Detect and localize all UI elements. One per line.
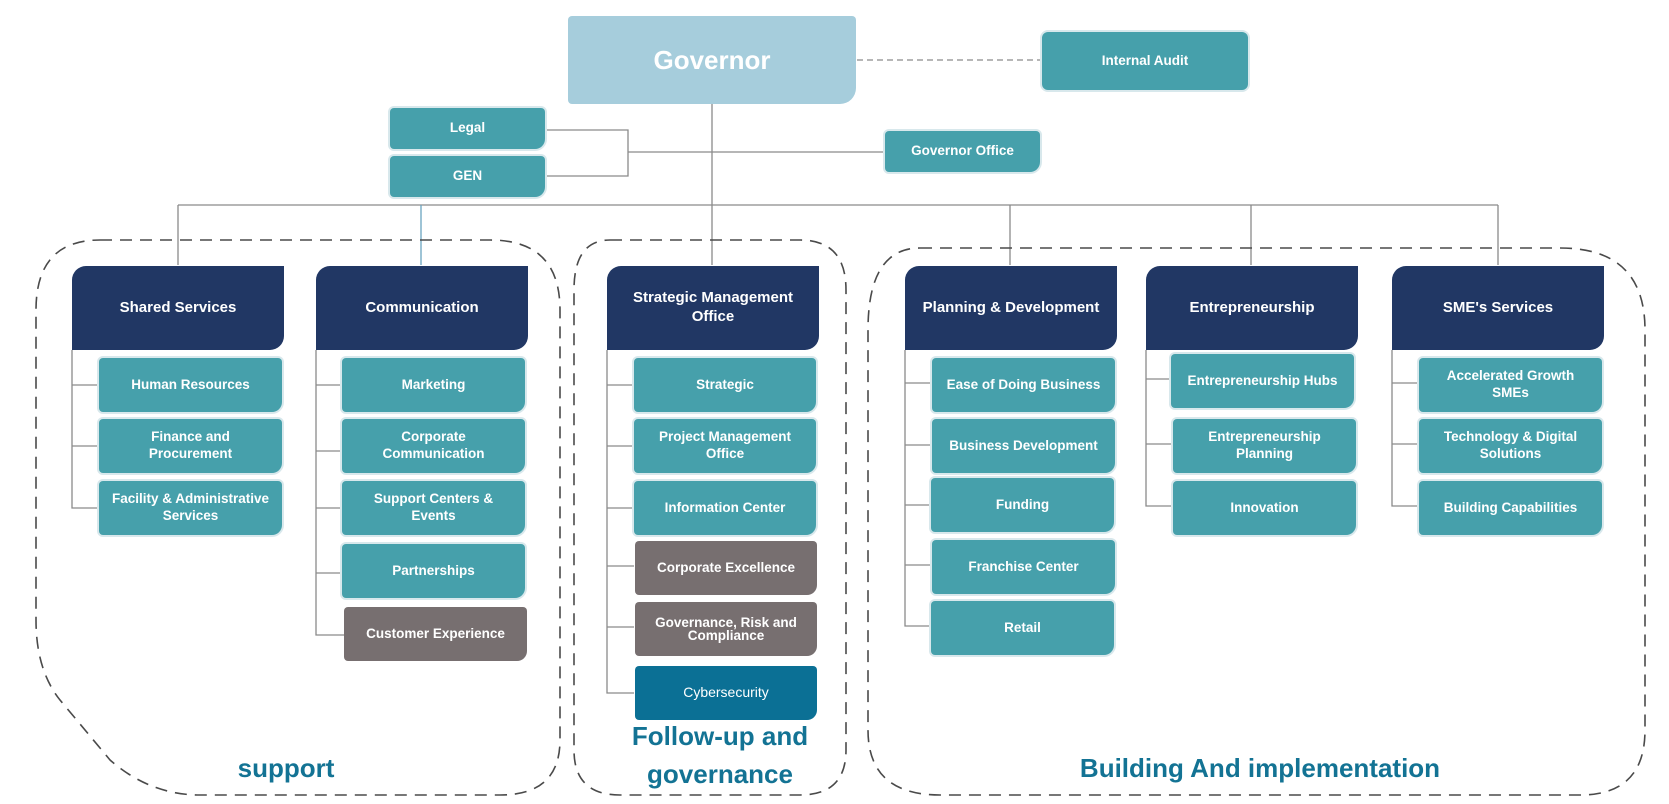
unit-retail[interactable]: Retail [931, 601, 1114, 655]
unit-accelerated-growth-smes[interactable]: Accelerated Growth SMEs [1419, 358, 1602, 412]
unit-label: Governance, Risk and Compliance [655, 614, 797, 643]
group-label-building: Building And implementation [1079, 753, 1441, 783]
gen-node[interactable]: GEN [390, 156, 545, 197]
department-title: Communication [365, 298, 479, 316]
unit-label: Cybersecurity [683, 684, 769, 701]
unit-information-center[interactable]: Information Center [634, 481, 816, 535]
department-strategic-management-office[interactable]: Strategic Management Office [607, 266, 819, 350]
support-group-outline [35, 239, 561, 796]
department-shared-services[interactable]: Shared Services [72, 266, 284, 350]
department-smes-services[interactable]: SME's Services [1392, 266, 1604, 350]
unit-marketing[interactable]: Marketing [342, 358, 525, 412]
group-label-followup: Follow-up and governance [631, 721, 809, 789]
unit-label: Project Management Office [658, 429, 792, 461]
department-title: Entrepreneurship [1189, 298, 1315, 316]
unit-label: Marketing [401, 376, 466, 392]
group-label-support: support [237, 753, 335, 783]
internal-audit-label: Internal Audit [1101, 52, 1189, 68]
building-group-outline [867, 247, 1646, 796]
unit-funding[interactable]: Funding [931, 478, 1114, 532]
unit-label: Facility & Administrative Services [111, 491, 270, 523]
governor-node[interactable]: Governor [568, 16, 856, 104]
unit-facility-administrative[interactable]: Facility & Administrative Services [99, 481, 282, 535]
unit-partnerships[interactable]: Partnerships [342, 544, 525, 598]
unit-ease-of-doing-business[interactable]: Ease of Doing Business [932, 358, 1115, 412]
unit-label: Support Centers & Events [373, 491, 494, 523]
legal-label: Legal [449, 120, 486, 136]
unit-label: Entrepreneurship Planning [1208, 429, 1321, 461]
unit-label: Customer Experience [366, 625, 505, 641]
unit-label: Funding [995, 496, 1050, 512]
unit-business-development[interactable]: Business Development [932, 419, 1115, 473]
gen-label: GEN [452, 168, 483, 184]
unit-finance-procurement[interactable]: Finance and Procurement [99, 419, 282, 473]
unit-label: Ease of Doing Business [946, 376, 1101, 392]
unit-label: Corporate Communication [382, 429, 485, 461]
unit-technology-digital-solutions[interactable]: Technology & Digital Solutions [1419, 419, 1602, 473]
unit-governance-risk-compliance[interactable]: Governance, Risk and Compliance [635, 602, 817, 656]
unit-label: Human Resources [131, 376, 250, 392]
unit-label: Technology & Digital Solutions [1443, 429, 1578, 461]
unit-label: Accelerated Growth SMEs [1446, 368, 1575, 400]
unit-label: Business Development [949, 437, 1098, 453]
unit-cybersecurity[interactable]: Cybersecurity [635, 666, 817, 720]
unit-franchise-center[interactable]: Franchise Center [932, 540, 1115, 594]
department-entrepreneurship[interactable]: Entrepreneurship [1146, 266, 1358, 350]
department-communication[interactable]: Communication [316, 266, 528, 350]
unit-label: Information Center [664, 499, 786, 515]
governor-label: Governor [653, 44, 771, 75]
unit-label: Building Capabilities [1443, 499, 1578, 515]
unit-label: Innovation [1230, 499, 1299, 515]
unit-project-management-office[interactable]: Project Management Office [634, 419, 816, 473]
unit-entrepreneurship-planning[interactable]: Entrepreneurship Planning [1173, 419, 1356, 473]
department-title: Strategic Management Office [632, 289, 794, 325]
internal-audit-node[interactable]: Internal Audit [1042, 32, 1248, 90]
unit-corporate-excellence[interactable]: Corporate Excellence [635, 541, 817, 595]
unit-support-centers-events[interactable]: Support Centers & Events [342, 481, 525, 535]
unit-label: Partnerships [392, 562, 475, 578]
unit-label: Finance and Procurement [148, 429, 233, 461]
unit-innovation[interactable]: Innovation [1173, 481, 1356, 535]
legal-node[interactable]: Legal [390, 108, 545, 149]
unit-label: Strategic [696, 376, 754, 392]
unit-label: Retail [1004, 619, 1041, 635]
unit-corporate-communication[interactable]: Corporate Communication [342, 419, 525, 473]
followup-group-outline [573, 239, 847, 796]
unit-building-capabilities[interactable]: Building Capabilities [1419, 481, 1602, 535]
unit-label: Corporate Excellence [656, 559, 796, 575]
department-title: Shared Services [119, 298, 237, 316]
unit-label: Entrepreneurship Hubs [1187, 372, 1338, 388]
department-title: SME's Services [1442, 298, 1554, 316]
unit-label: Franchise Center [968, 558, 1079, 574]
department-planning-development[interactable]: Planning & Development [905, 266, 1117, 350]
department-title: Planning & Development [922, 298, 1100, 316]
unit-entrepreneurship-hubs[interactable]: Entrepreneurship Hubs [1171, 354, 1354, 408]
unit-customer-experience[interactable]: Customer Experience [344, 607, 527, 661]
governor-office-label: Governor Office [911, 143, 1014, 159]
unit-strategic[interactable]: Strategic [634, 358, 816, 412]
unit-human-resources[interactable]: Human Resources [99, 358, 282, 412]
governor-office-node[interactable]: Governor Office [885, 131, 1040, 172]
